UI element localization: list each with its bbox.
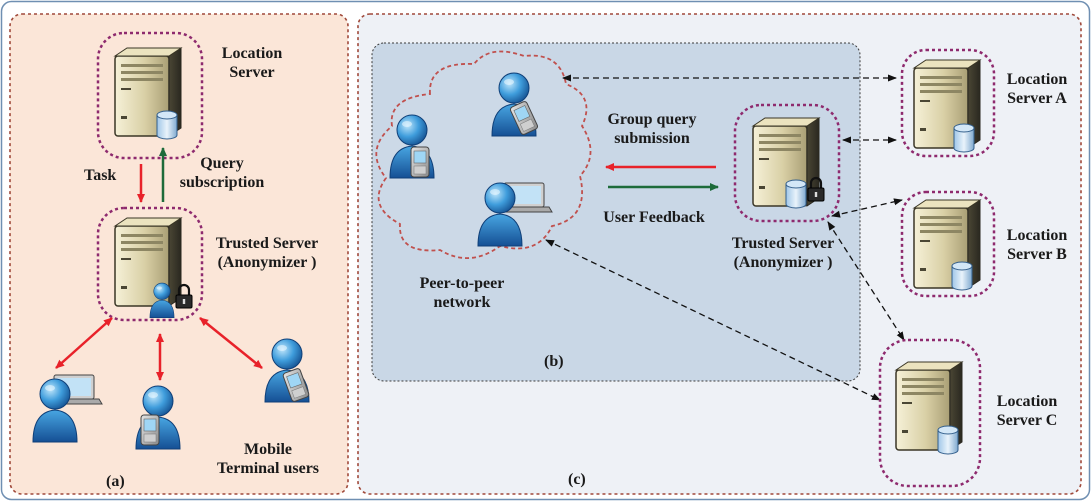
- database-icon-server-b: [951, 261, 973, 291]
- link-network-server-c: [545, 239, 881, 401]
- smartphone-user-arrow: [199, 317, 263, 369]
- server-a-halo: [900, 48, 996, 158]
- trusted-server-icon-a: [114, 217, 182, 307]
- server-b-halo: [900, 190, 996, 298]
- database-icon-b: [785, 179, 807, 209]
- trusted-server-label-b: Trusted Server(Anonymizer ): [731, 235, 835, 271]
- trusted-server-halo-a: [96, 206, 204, 322]
- database-icon-server-c: [937, 425, 959, 455]
- trusted-server-halo-b: [733, 103, 841, 223]
- user-feedback-label: User Feedback: [603, 209, 705, 226]
- link-trusted-server-b: [831, 198, 903, 218]
- location-server-halo-a: [96, 31, 204, 160]
- panel-c-caption: (c): [568, 471, 586, 488]
- database-icon-server-a: [953, 123, 975, 153]
- trusted-server-label-a: Trusted Server(Anonymizer ): [215, 235, 319, 271]
- panel-a-caption: (a): [106, 473, 125, 490]
- server-c-halo: [878, 338, 982, 488]
- task-label: Task: [84, 167, 117, 184]
- panel-b-caption: (b): [544, 353, 564, 370]
- database-icon-a: [156, 110, 178, 140]
- laptop-user-arrow: [55, 317, 113, 369]
